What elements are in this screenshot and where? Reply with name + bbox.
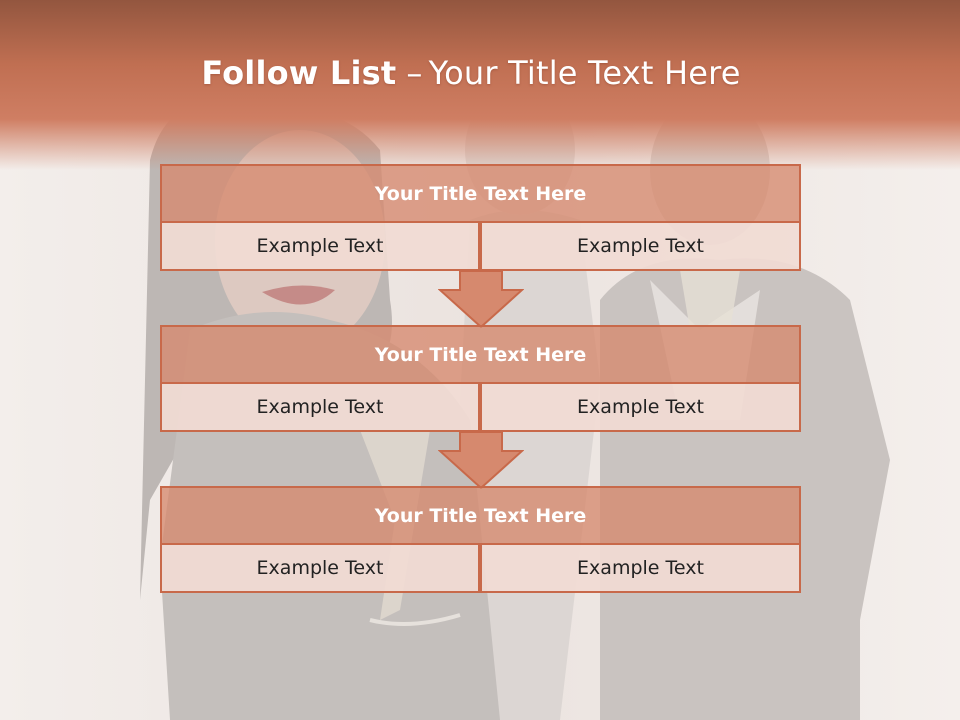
step-1-left-text[interactable]: Example Text (160, 221, 480, 271)
step-2-right-text[interactable]: Example Text (480, 382, 801, 432)
title-dash: – (406, 54, 423, 92)
step-title-2[interactable]: Your Title Text Here (160, 325, 801, 384)
down-arrow-icon (438, 431, 524, 489)
step-title-1[interactable]: Your Title Text Here (160, 164, 801, 223)
title-main: Follow List (201, 54, 397, 92)
down-arrow-icon (438, 270, 524, 328)
step-title-3[interactable]: Your Title Text Here (160, 486, 801, 545)
header-band (0, 0, 960, 170)
slide-title: Follow List–Your Title Text Here (0, 54, 942, 92)
step-1-right-text[interactable]: Example Text (480, 221, 801, 271)
step-3-left-text[interactable]: Example Text (160, 543, 480, 593)
step-3-right-text[interactable]: Example Text (480, 543, 801, 593)
title-sub: Your Title Text Here (428, 54, 741, 92)
step-2-left-text[interactable]: Example Text (160, 382, 480, 432)
